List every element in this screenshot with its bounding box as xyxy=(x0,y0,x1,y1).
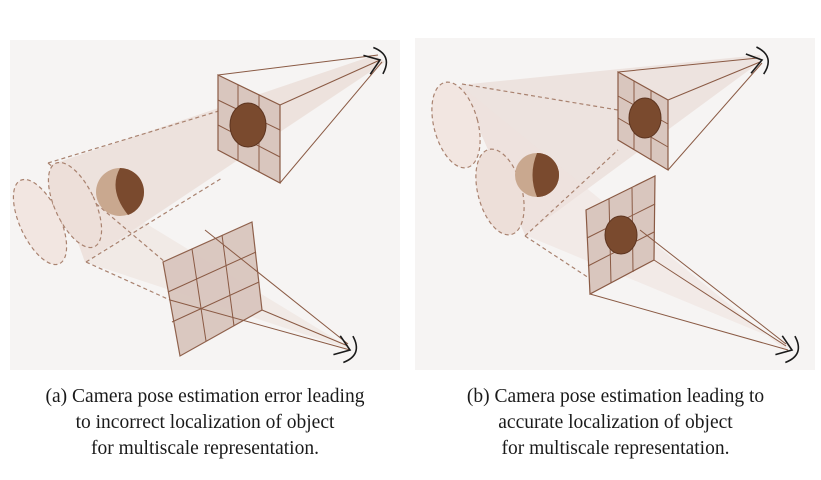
caption-b-line3: for multiscale representation. xyxy=(501,438,730,459)
frustum-b-bottom xyxy=(460,85,790,350)
caption-b: (b) Camera pose estimation leading to ac… xyxy=(410,384,821,462)
eye-icon xyxy=(775,335,800,364)
frustum-edge xyxy=(524,235,593,281)
caption-b-line2: accurate localization of object xyxy=(498,412,733,433)
cylinder-a xyxy=(12,161,103,266)
image-plane-a-top xyxy=(217,74,281,184)
frustum-edge xyxy=(85,261,171,301)
cylinder-b xyxy=(431,81,525,236)
frustum-edge xyxy=(461,83,619,111)
caption-a-line3: for multiscale representation. xyxy=(91,438,319,459)
frustum-edge xyxy=(47,162,166,263)
image-plane-b-top xyxy=(617,70,669,172)
object-sphere-b xyxy=(515,153,559,197)
caption-a-line1: (a) Camera pose estimation error leading xyxy=(45,386,365,407)
caption-b-line1: (b) Camera pose estimation leading to xyxy=(466,386,765,407)
object-sphere-a xyxy=(96,168,145,216)
eye-icon xyxy=(745,46,770,75)
image-plane-a-bottom xyxy=(162,221,263,357)
frustum-edge xyxy=(85,177,223,263)
diagram-a xyxy=(12,46,388,364)
diagram-b xyxy=(431,46,800,364)
caption-a-line2: to incorrect localization of object xyxy=(75,412,335,433)
frustum-edge xyxy=(524,149,619,237)
eye-icon xyxy=(333,335,358,364)
caption-a: (a) Camera pose estimation error leading… xyxy=(0,384,410,462)
frustum-edge xyxy=(47,109,223,164)
